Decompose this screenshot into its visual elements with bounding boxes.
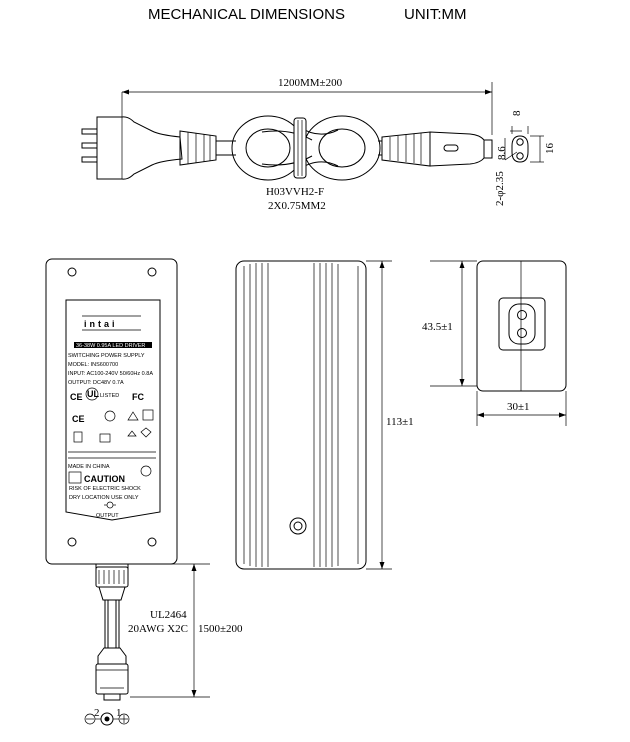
dry-location-text: DRY LOCATION USE ONLY [69, 495, 139, 501]
cord-gauge: 2X0.75MM2 [268, 200, 326, 212]
adapter-end-view: 43.5±1 30±1 [422, 260, 567, 426]
adapter-top-view: intai 36-38W 0.95A LED DRIVER SWITCHING … [45, 258, 243, 726]
ac-inlet [508, 303, 536, 345]
positive-terminal-icon [118, 713, 130, 725]
made-in-text: MADE IN CHINA [68, 464, 110, 470]
caution-box [68, 471, 82, 484]
dc-cable-type: UL2464 [150, 609, 187, 621]
label-line5: OUTPUT: DC48V 0.7A [68, 380, 124, 386]
label-line4: INPUT: AC100-240V 50/60Hz 0.8A [68, 371, 153, 377]
dim-8: 8 [511, 110, 523, 116]
ac-cord-drawing: 1200MM±200 [81, 77, 556, 212]
dc-cable-gauge: 20AWG X2C [128, 623, 188, 635]
output-text: OUTPUT [96, 513, 119, 519]
label-line1: 36-38W 0.95A LED DRIVER [76, 343, 145, 349]
listed-text: LISTED [100, 393, 119, 399]
cord-type: H03VVH2-F [266, 186, 324, 198]
dc-output-socket [289, 517, 307, 535]
ul-mark [85, 387, 99, 401]
cord-length-dim: 1200MM±200 [278, 77, 343, 89]
pse-mark [104, 410, 116, 422]
ctick-mark [99, 433, 111, 443]
dim-8-6: 8.6 [496, 146, 508, 160]
ce-mark-2: CE [72, 414, 85, 424]
caution-text: CAUTION [84, 474, 125, 484]
svg-text:UL: UL [87, 389, 99, 399]
end-height-dim: 43.5±1 [422, 321, 453, 333]
ce-mark: CE [70, 392, 83, 402]
adapter-side-view: 113±1 [235, 260, 414, 570]
dc-cable-length: 1500±200 [198, 623, 243, 635]
pin-diameter-dim: 2-φ2.35 [494, 171, 506, 206]
label-line3: MODEL: INS600700 [68, 362, 118, 368]
end-width-dim: 30±1 [507, 401, 530, 413]
brand-logo: intai [84, 319, 118, 329]
dim-16: 16 [544, 143, 556, 155]
efficiency-mark [140, 465, 152, 477]
kc-mark [73, 431, 83, 443]
pin-2-label: 2 [94, 707, 100, 719]
side-length-dim: 113±1 [386, 416, 414, 428]
label-line2: SWITCHING POWER SUPPLY [68, 353, 145, 359]
pin-1-label: 1 [116, 707, 122, 719]
recycle-mark [127, 430, 137, 437]
drawing-title: MECHANICAL DIMENSIONS [148, 6, 345, 23]
risk-text: RISK OF ELECTRIC SHOCK [69, 486, 141, 492]
fcc-mark: FC [132, 392, 144, 402]
doe-mark [142, 409, 154, 421]
class-ii-mark [140, 427, 152, 438]
unit-label: UNIT:MM [404, 6, 467, 23]
warning-triangle [127, 411, 139, 421]
